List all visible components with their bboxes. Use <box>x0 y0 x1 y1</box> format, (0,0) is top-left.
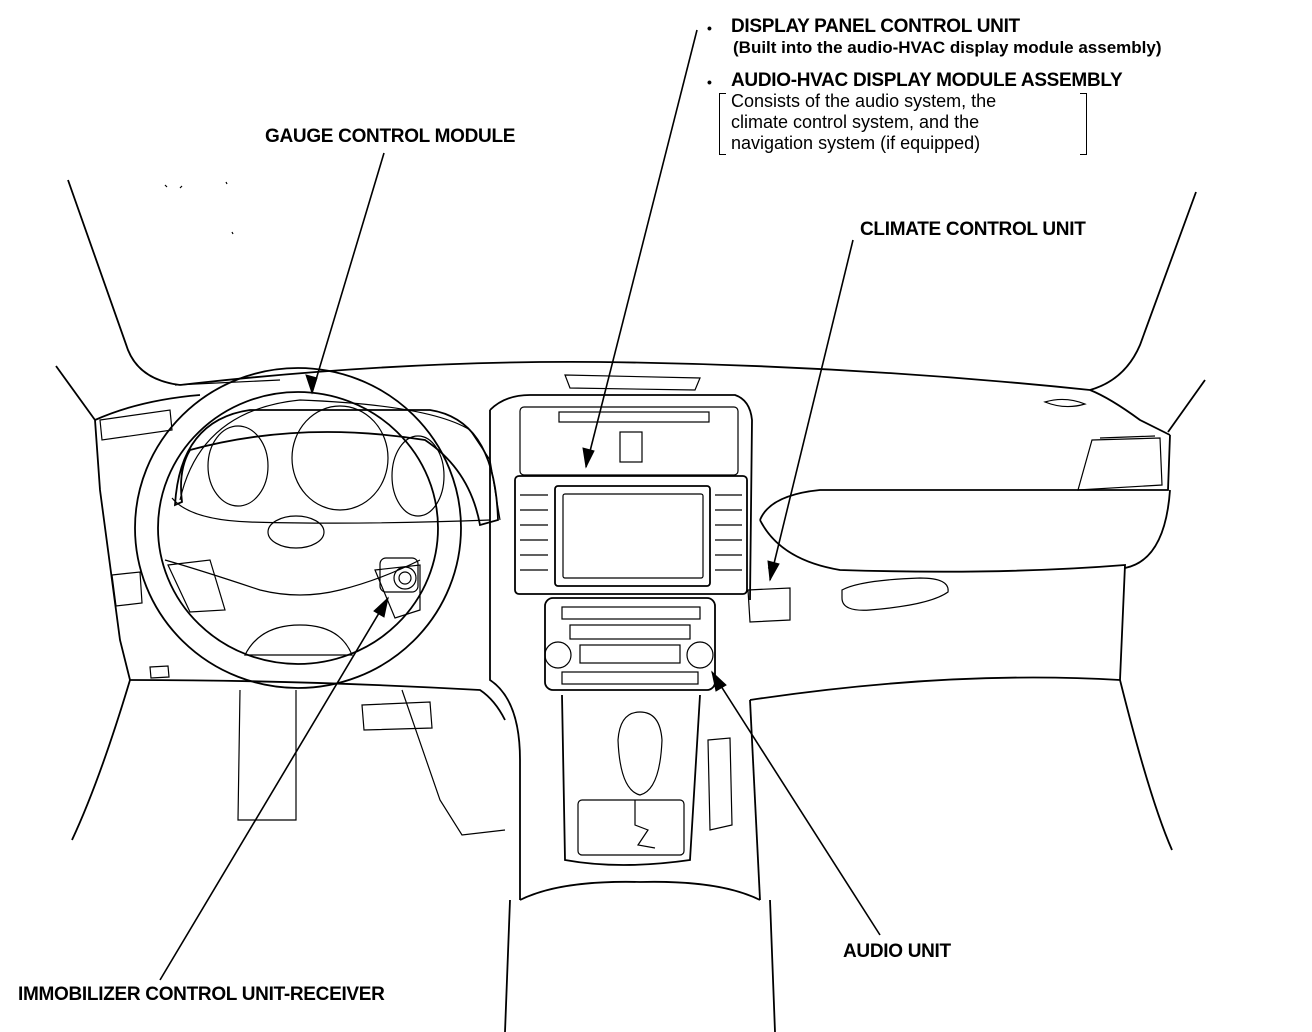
leader-display-panel-control-unit <box>585 29 698 468</box>
bracket-left <box>719 93 726 155</box>
label-climate-control-unit: CLIMATE CONTROL UNIT <box>860 219 1086 240</box>
leader-gauge-control-module <box>311 152 385 394</box>
steering-wheel <box>134 367 499 689</box>
label-immobilizer: IMMOBILIZER CONTROL UNIT-RECEIVER <box>18 984 385 1005</box>
leader-climate-control-unit <box>769 239 854 581</box>
leader-immobilizer <box>159 597 389 981</box>
gauge-cluster <box>171 399 501 524</box>
label-audio-hvac-desc-2: climate control system, and the <box>731 112 980 132</box>
arrowhead-display-panel-control-unit <box>582 447 595 469</box>
leader-lines <box>159 29 881 981</box>
arrowhead-climate-control-unit <box>767 560 780 582</box>
label-gauge-control-module: GAUGE CONTROL MODULE <box>265 126 516 147</box>
arrowhead-immobilizer <box>373 596 389 618</box>
left-dash-panel <box>94 409 506 721</box>
label-audio-hvac-desc-3: navigation system (if equipped) <box>731 133 981 153</box>
bullet-display-panel: • <box>707 20 712 36</box>
label-display-panel-control-unit: DISPLAY PANEL CONTROL UNIT <box>731 16 1020 37</box>
bracket-right <box>1080 93 1087 155</box>
bullet-audio-hvac: • <box>707 74 712 90</box>
arrowhead-audio-unit <box>711 670 727 692</box>
center-stack <box>489 394 753 900</box>
label-audio-hvac-desc-1: Consists of the audio system, the <box>731 91 997 111</box>
right-dash-panel <box>747 434 1171 701</box>
arrowhead-gauge-control-module <box>305 374 318 395</box>
dashboard-top <box>94 360 1171 436</box>
floor-and-pedals <box>71 489 1173 851</box>
label-audio-hvac-assembly: AUDIO-HVAC DISPLAY MODULE ASSEMBLY <box>731 70 1123 91</box>
center-console <box>504 694 776 1032</box>
leader-audio-unit <box>711 671 881 936</box>
specks <box>164 181 234 235</box>
label-audio-unit: AUDIO UNIT <box>843 941 951 962</box>
label-display-panel-note: (Built into the audio-HVAC display modul… <box>733 38 1162 57</box>
windshield-outline <box>55 179 1206 433</box>
